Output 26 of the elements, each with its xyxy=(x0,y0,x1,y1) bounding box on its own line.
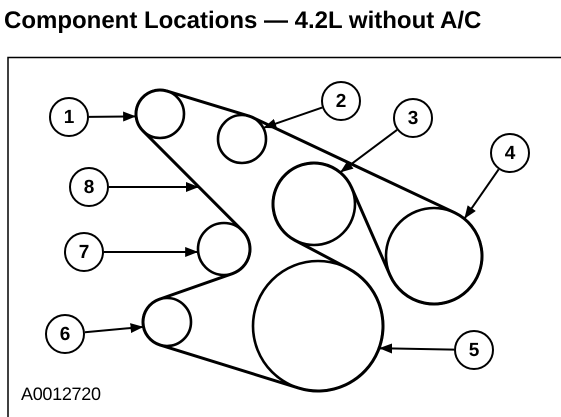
pulley xyxy=(384,206,484,306)
callout-number: 8 xyxy=(69,167,109,207)
leader-arrow xyxy=(464,168,500,220)
leader-arrow xyxy=(88,112,136,122)
pulley xyxy=(141,296,193,348)
callout-number: 2 xyxy=(321,81,361,121)
pulley xyxy=(251,259,385,393)
pulley xyxy=(216,113,268,165)
callout-number: 5 xyxy=(454,330,494,370)
pulley xyxy=(271,161,357,247)
leader-arrow xyxy=(104,246,198,257)
callout-number: 3 xyxy=(393,98,433,138)
leader-arrow xyxy=(109,182,199,192)
callout-number: 7 xyxy=(64,232,104,272)
callout-number: 1 xyxy=(49,97,89,137)
pulley xyxy=(196,221,252,277)
drive-belt xyxy=(134,88,484,392)
pulley xyxy=(134,88,186,140)
leader-arrow xyxy=(84,323,144,334)
figure-number: A0012720 xyxy=(21,384,101,404)
callout-number: 4 xyxy=(490,133,530,173)
callout-number: 6 xyxy=(45,314,85,354)
diagram-title: Component Locations — 4.2L without A/C xyxy=(4,7,482,35)
leader-arrow xyxy=(379,343,454,354)
leader-arrow xyxy=(340,129,398,174)
leader-arrow xyxy=(262,106,322,129)
